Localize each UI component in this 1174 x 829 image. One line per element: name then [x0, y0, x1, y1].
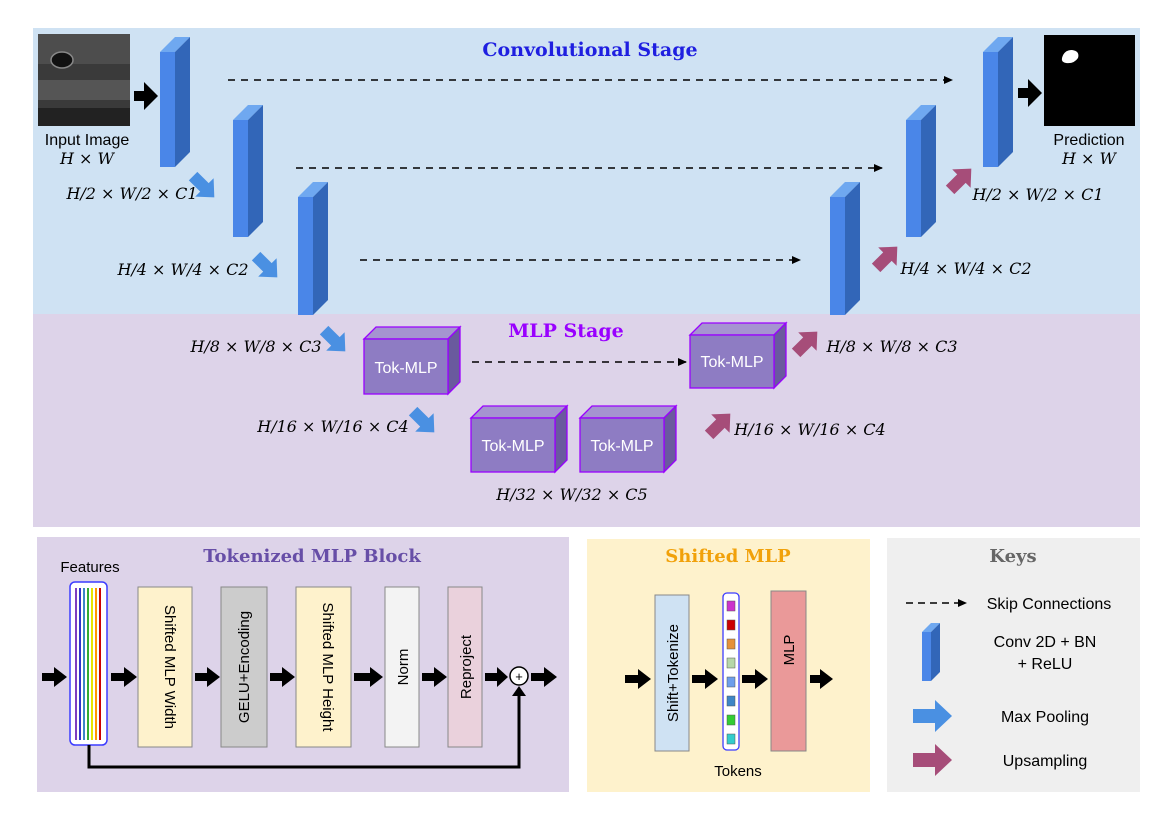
token-7: [726, 714, 736, 726]
upsample-arrow-2: [791, 331, 818, 358]
step-shifted-mlp-width-label: Shifted MLP Width: [161, 605, 178, 729]
shift-tokenize-box: [654, 594, 690, 752]
shift-arrow-b: [742, 669, 768, 689]
mlp-box: [770, 590, 807, 752]
upsample-arrow-4: [945, 168, 972, 195]
key-upsample-label: Upsampling: [1003, 753, 1087, 770]
tok-mlp-decoder-label: Tok-MLP: [700, 354, 763, 371]
decoder-conv-block-3: [830, 182, 860, 315]
encoder-conv-block-1: [160, 37, 190, 167]
token-6: [726, 695, 736, 707]
tokens-label: Tokens: [714, 763, 762, 780]
step-shifted-mlp-height: [295, 586, 352, 748]
tok-mlp-bottleneck-2-label: Tok-MLP: [590, 438, 653, 455]
tok-out-arrow: [531, 667, 557, 687]
key-maxpool-icon: [913, 700, 952, 732]
token-2: [726, 619, 736, 631]
maxpool-arrow-3: [319, 325, 346, 352]
tok-mlp-decoder: Tok-MLP: [688, 321, 788, 390]
key-conv-label-1: Conv 2D + BN: [994, 634, 1097, 651]
token-3: [726, 638, 736, 650]
step-norm: [384, 586, 420, 748]
tok-block-title: Tokenized MLP Block: [203, 546, 421, 567]
tok-mlp-bottleneck-1-label: Tok-MLP: [481, 438, 544, 455]
input-arrow: [134, 82, 158, 110]
token-5: [726, 676, 736, 688]
residual-add-symbol: +: [515, 669, 523, 684]
step-shifted-mlp-height-label: Shifted MLP Height: [319, 603, 336, 733]
key-skip-label: Skip Connections: [987, 596, 1112, 613]
tok-arrow-c: [270, 667, 295, 687]
encoder-conv-block-2: [233, 105, 263, 237]
dims-c2-right: H/4 × W/4 × C2: [899, 259, 1031, 278]
mlp-stage-title: MLP Stage: [508, 320, 623, 342]
output-arrow: [1018, 79, 1042, 107]
shifted-mlp-title: Shifted MLP: [665, 546, 791, 567]
tok-mlp-bottleneck-1: Tok-MLP: [469, 404, 569, 474]
features-stack: [69, 581, 108, 746]
keys-title: Keys: [989, 546, 1036, 567]
dims-c5: H/32 × W/32 × C5: [495, 485, 647, 504]
tok-arrow-f: [485, 667, 508, 687]
tok-mlp-encoder-label: Tok-MLP: [374, 360, 437, 377]
shift-arrow-a: [692, 669, 718, 689]
shift-in-arrow: [625, 669, 651, 689]
dims-c1-left: H/2 × W/2 × C1: [65, 184, 197, 203]
maxpool-arrow-2: [251, 251, 278, 278]
tok-in-arrow: [42, 667, 67, 687]
key-upsample-icon: [913, 744, 952, 776]
tok-arrow-a: [111, 667, 137, 687]
step-shifted-mlp-width: [137, 586, 193, 748]
dims-c4-right: H/16 × W/16 × C4: [733, 420, 885, 439]
prediction-image: [1044, 35, 1135, 126]
step-gelu-encoding-label: GELU+Encoding: [236, 611, 253, 723]
dims-c3-right: H/8 × W/8 × C3: [825, 337, 957, 356]
features-label: Features: [60, 559, 119, 576]
prediction-dims: H × W: [1061, 149, 1118, 168]
dims-c3-left: H/8 × W/8 × C3: [189, 337, 321, 356]
token-8: [726, 733, 736, 745]
dims-c1-right: H/2 × W/2 × C1: [971, 185, 1103, 204]
input-dims: H × W: [59, 149, 116, 168]
key-conv-block-icon: [922, 623, 940, 681]
tok-mlp-encoder: Tok-MLP: [362, 325, 462, 396]
token-stack: [722, 592, 740, 751]
residual-add: [509, 666, 529, 686]
tok-arrow-d: [354, 667, 383, 687]
maxpool-arrow-1: [188, 171, 215, 198]
mlp-label: MLP: [781, 635, 798, 666]
key-conv-label-2: + ReLU: [1018, 656, 1073, 673]
encoder-conv-block-3: [298, 182, 328, 315]
conv-stage-title: Convolutional Stage: [482, 39, 697, 61]
shift-tokenize-label: Shift+Tokenize: [665, 624, 682, 722]
dims-c4-left: H/16 × W/16 × C4: [256, 417, 408, 436]
token-4: [726, 657, 736, 669]
tok-arrow-e: [422, 667, 447, 687]
maxpool-arrow-4: [408, 406, 435, 433]
upsample-arrow-3: [871, 246, 898, 273]
input-image-label: Input Image: [45, 132, 130, 149]
residual-connection: [87, 694, 521, 769]
shift-out-arrow: [810, 669, 833, 689]
prediction-label: Prediction: [1053, 132, 1124, 149]
token-1: [726, 600, 736, 612]
tok-arrow-b: [195, 667, 220, 687]
tok-mlp-bottleneck-2: Tok-MLP: [578, 404, 678, 474]
key-maxpool-label: Max Pooling: [1001, 709, 1089, 726]
decoder-conv-block-1: [983, 37, 1013, 167]
decoder-conv-block-2: [906, 105, 936, 237]
step-reproject-label: Reproject: [458, 634, 475, 699]
step-norm-label: Norm: [395, 649, 412, 686]
input-image: [38, 34, 130, 126]
upsample-arrow-1: [704, 413, 731, 440]
step-reproject: [447, 586, 483, 748]
step-gelu-encoding: [220, 586, 268, 748]
dims-c2-left: H/4 × W/4 × C2: [116, 260, 248, 279]
